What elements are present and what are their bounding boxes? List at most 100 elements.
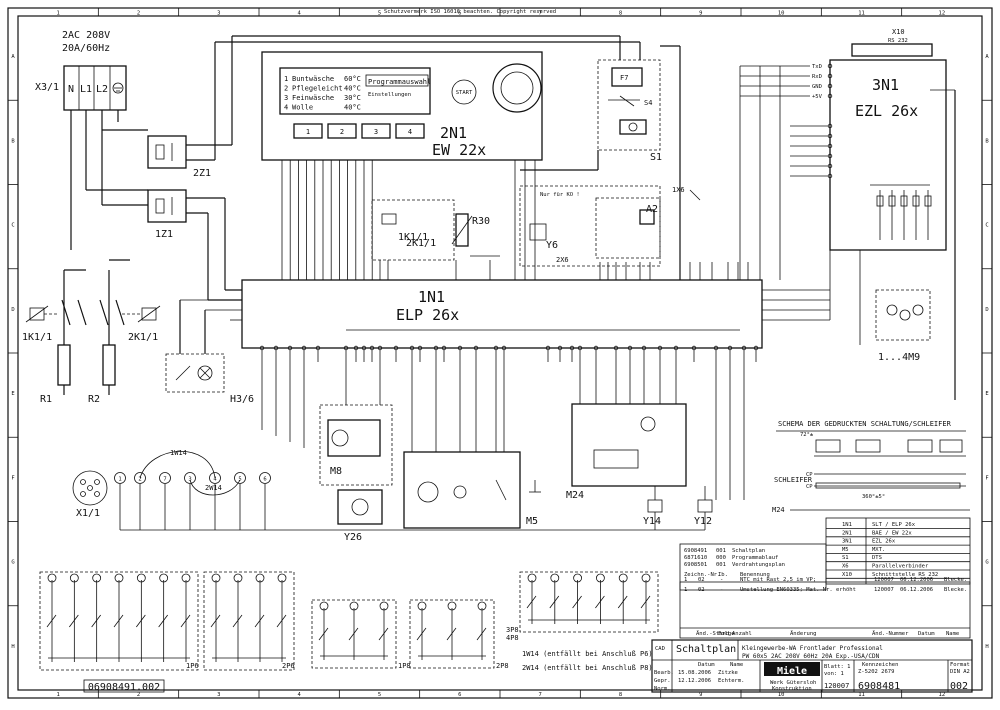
format-value: DIN A2 [950, 669, 970, 675]
rev-index: 1 [684, 587, 687, 593]
elp-pin [557, 345, 563, 351]
ew-code: 2N1 [440, 124, 467, 142]
pump-m8-label: M8 [330, 466, 342, 477]
key-button-4[interactable] [395, 123, 425, 139]
switch-contact [572, 595, 582, 609]
switch-diagram-1p8 [311, 599, 397, 669]
grid-row-left-D: D [11, 307, 14, 313]
grid-col-bottom-10: 10 [778, 692, 785, 698]
aend-nr: 120007 [824, 682, 849, 690]
start-button[interactable] [451, 79, 477, 105]
grid-row-right-C: C [985, 223, 988, 229]
resistor-r30-label: R30 [472, 216, 490, 227]
doc-number: 6871610 [684, 555, 707, 561]
elp-pin [393, 345, 399, 351]
program-number: 4 [284, 104, 288, 112]
title-block: CAD Schaltplan Kleingewerbe-WA Frontlade… [83, 639, 973, 693]
format-label: Format [950, 662, 970, 668]
wire-1w14-label: 1W14 [170, 449, 187, 457]
legend-code: X6 [842, 564, 849, 570]
ezl-output [924, 195, 932, 207]
doc-header-benennung: Benennung [740, 572, 770, 578]
ezl-pin [827, 133, 833, 139]
a2-label: A2 [646, 204, 658, 215]
ezl-output [888, 195, 896, 207]
ezl-pin [827, 163, 833, 169]
rev-folge: - [720, 587, 723, 593]
lock-actuator-icon [619, 119, 647, 135]
elp-pin [315, 345, 321, 351]
norm-label: Norm. [654, 686, 671, 692]
doc-header-nr: Zeichn.-Nr. [684, 572, 720, 578]
rev-number: 120007 [874, 587, 894, 593]
grid-col-top-7: 7 [539, 11, 542, 17]
rs232-connector [851, 43, 933, 57]
key-button-2[interactable] [327, 123, 357, 139]
program-temp: 60°C [344, 75, 361, 83]
terminal-n: N [68, 84, 74, 95]
key-button-label: 4 [408, 128, 412, 136]
schema-angle-2: 360°±5° [862, 494, 885, 500]
grid-row-left-A: A [11, 54, 15, 60]
switch-terminal [181, 573, 191, 583]
doc-position: 000 [716, 555, 726, 561]
legend-code: 3N1 [842, 539, 852, 545]
elp-pin [501, 345, 507, 351]
terminal-l1: L1 [80, 84, 92, 95]
wire-2w14-label: 2W14 [205, 484, 222, 492]
elp-pin [691, 345, 697, 351]
rev-header-aendnr: Änd.-Nummer [872, 630, 909, 637]
switch-contact [180, 614, 191, 628]
ezl-pin [827, 123, 833, 129]
relay-coil-2k1 [141, 307, 157, 321]
grid-col-bottom-9: 9 [699, 692, 702, 698]
program-name: Pflegeleicht [292, 85, 343, 93]
elp-pin [657, 345, 663, 351]
grid-row-left-B: B [11, 138, 15, 144]
grid-col-bottom-1: 1 [57, 692, 60, 698]
switch-contact [446, 627, 457, 641]
plug-pin-number: 4 [213, 477, 217, 483]
ezl-pin [827, 93, 833, 99]
plug-pin [184, 472, 196, 484]
doc-header-ib: Ib. [718, 572, 728, 578]
elp-pin [613, 345, 619, 351]
elp-pin [641, 345, 647, 351]
grid-col-bottom-8: 8 [619, 692, 622, 698]
grid-row-right-E: E [985, 391, 988, 397]
grid-col-top-11: 11 [858, 11, 865, 17]
rev-header-aenderung: Änderung [790, 630, 817, 637]
elp-pin [377, 345, 383, 351]
motors-label: 1...4M9 [878, 352, 920, 363]
elp-pin [577, 345, 583, 351]
relay-coil-1k1-int [381, 213, 397, 225]
von-label: von: 1 [824, 671, 844, 677]
key-button-1[interactable] [293, 123, 323, 139]
switch-terminal [233, 573, 243, 583]
relay-contact-1k1b [77, 299, 87, 326]
program-dial[interactable] [492, 63, 542, 113]
switch-contact [210, 614, 221, 628]
ezl-code: 3N1 [872, 76, 899, 94]
key-button-label: 1 [306, 128, 310, 136]
key-button-3[interactable] [361, 123, 391, 139]
switch-terminal [349, 601, 359, 611]
legend-code: X10 [842, 572, 852, 578]
lamp-section: H3/6 [165, 299, 254, 405]
ko-only-note: Nur für KO ! [540, 192, 580, 198]
blatt-label: Blatt: 1 [824, 664, 851, 670]
grid-col-top-6: 6 [458, 11, 461, 17]
filter-1z1-label: 1Z1 [155, 229, 173, 240]
switch-contact [113, 614, 124, 628]
relay-contact-2k1b [115, 299, 125, 326]
plug-pin-number: 5 [238, 477, 241, 483]
supply-voltage-label: 2AC 208V [62, 30, 110, 41]
rev-text: NTC mit Rast 2,5 im VP; [740, 577, 816, 583]
grid-row-left-E: E [11, 391, 14, 397]
